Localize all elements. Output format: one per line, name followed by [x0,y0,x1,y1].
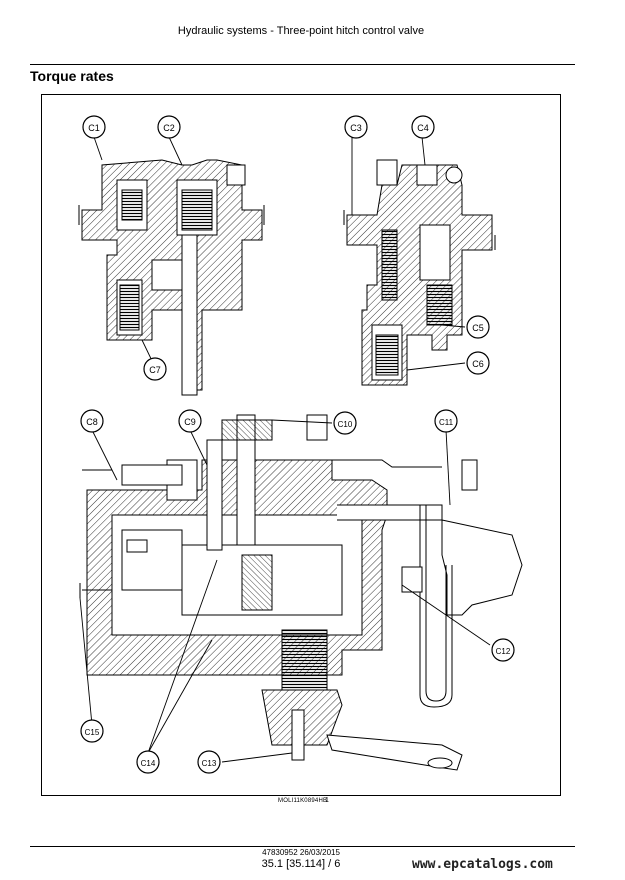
callout-c13: C13 [197,750,221,774]
footer-divider [30,846,575,847]
svg-text:C8: C8 [86,417,98,427]
svg-text:C3: C3 [350,123,362,133]
svg-text:C9: C9 [184,417,196,427]
callout-c2: C2 [157,115,181,139]
callout-c7: C7 [143,357,167,381]
figure-code: MOLI11K0894HB [278,798,328,804]
svg-text:C15: C15 [85,728,100,737]
callout-c1: C1 [82,115,106,139]
upper-right-valve-section [343,159,496,386]
footer-document-id: 47830952 26/03/2015 [262,848,340,857]
header-divider [30,64,575,65]
section-heading: Torque rates [30,68,114,84]
callout-c14: C14 [136,750,160,774]
watermark-url: www.epcatalogs.com [412,857,553,872]
svg-text:C4: C4 [417,123,429,133]
footer-page-reference: 35.1 [35.114] / 6 [261,858,341,870]
hydraulic-valve-diagram: C1 C2 C3 C4 C5 C6 C7 C8 C9 C10 C11 [78,115,523,774]
callout-c3: C3 [344,115,368,139]
page-header-title: Hydraulic systems - Three-point hitch co… [177,25,425,37]
svg-text:C14: C14 [141,759,156,768]
upper-left-valve-section [78,159,265,396]
svg-text:C10: C10 [338,420,353,429]
svg-text:C2: C2 [163,123,175,133]
figure-frame: C1 C2 C3 C4 C5 C6 C7 C8 C9 C10 C11 [41,94,561,796]
figure-number: 1 [325,797,329,804]
svg-text:C12: C12 [496,647,511,656]
callout-c5: C5 [466,315,490,339]
svg-text:C6: C6 [472,359,484,369]
callout-c15: C15 [80,719,104,743]
svg-text:C11: C11 [439,418,454,427]
svg-text:C5: C5 [472,323,484,333]
svg-text:C7: C7 [149,365,161,375]
svg-text:C1: C1 [88,123,100,133]
callout-c8: C8 [80,409,104,433]
callout-c6: C6 [466,351,490,375]
leader-lines [79,136,491,763]
callout-c4: C4 [411,115,435,139]
main-hitch-valve-section [79,414,523,771]
callout-c9: C9 [178,409,202,433]
callout-c11: C11 [434,409,458,433]
svg-text:C13: C13 [202,759,217,768]
callout-c12: C12 [491,638,515,662]
callout-c10: C10 [333,411,357,435]
